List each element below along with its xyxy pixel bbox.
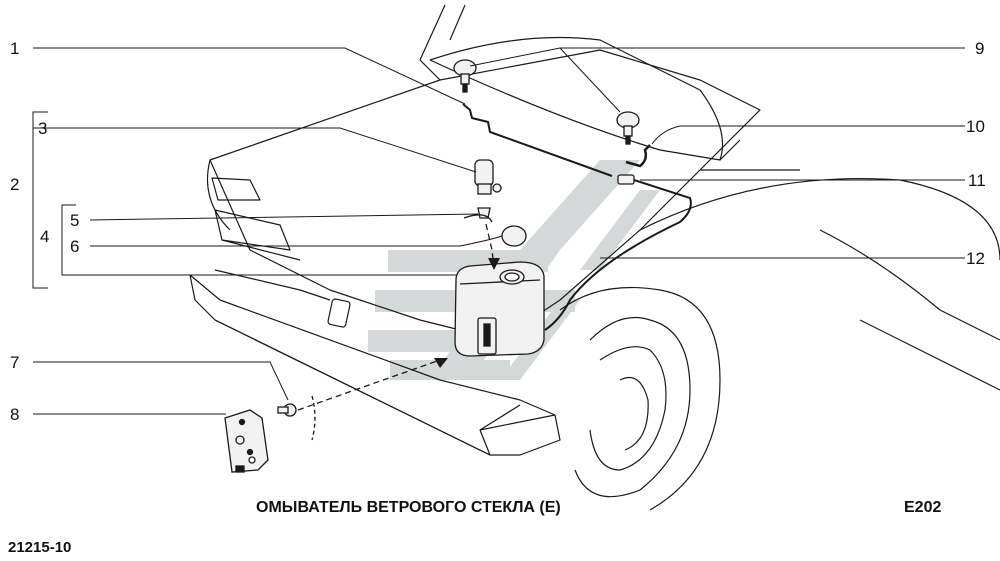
callout-2: 2 [10, 175, 20, 194]
assembly-guides [297, 214, 495, 441]
reservoir-hose [544, 179, 692, 331]
nozzle-left [453, 59, 477, 93]
tee-connector [625, 144, 651, 168]
washer-reservoir [454, 261, 545, 357]
leader-lines [32, 47, 965, 415]
callout-1: 1 [10, 39, 20, 58]
car-body-outline [189, 4, 1000, 511]
callout-3: 3 [38, 119, 48, 138]
diagram-title: ОМЫВАТЕЛЬ ВЕТРОВОГО СТЕКЛА (E) [256, 499, 561, 516]
nozzle-hose [462, 103, 613, 177]
arrowheads [434, 258, 500, 368]
reservoir-bracket [224, 409, 269, 473]
callout-4: 4 [40, 227, 50, 246]
callout-9: 9 [975, 39, 985, 58]
mounting-screw [277, 403, 297, 417]
callout-12: 12 [966, 249, 985, 268]
callout-5: 5 [70, 211, 80, 230]
washer-pump [474, 159, 502, 195]
diagram-code: E202 [904, 499, 942, 516]
callout-11: 11 [968, 171, 986, 190]
callout-7: 7 [10, 353, 20, 372]
washer-parts [224, 59, 692, 473]
callout-6: 6 [70, 237, 80, 256]
nozzle-right [616, 111, 640, 145]
callout-8: 8 [10, 405, 20, 424]
model-number: 21215-10 [8, 539, 72, 556]
callout-10: 10 [966, 117, 985, 136]
